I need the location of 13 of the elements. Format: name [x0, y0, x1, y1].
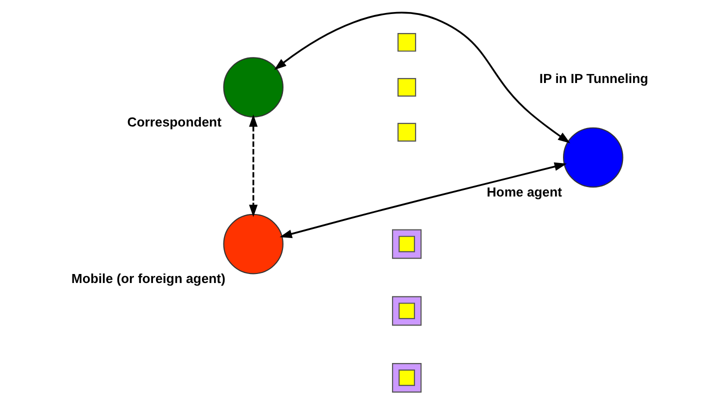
node-box [397, 122, 416, 142]
label: IP in IP Tunneling [539, 71, 648, 86]
node-circle [223, 214, 284, 274]
node-label: Mobile (or foreign agent) [71, 271, 226, 286]
node-label: Correspondent [127, 114, 222, 130]
node-label: Home agent [486, 184, 562, 200]
node-circle [223, 57, 284, 118]
node-circle [563, 127, 624, 188]
node-box [397, 33, 416, 52]
arrow [249, 114, 258, 218]
node-box [397, 78, 416, 97]
arrow [280, 162, 567, 238]
arrow [274, 12, 570, 144]
